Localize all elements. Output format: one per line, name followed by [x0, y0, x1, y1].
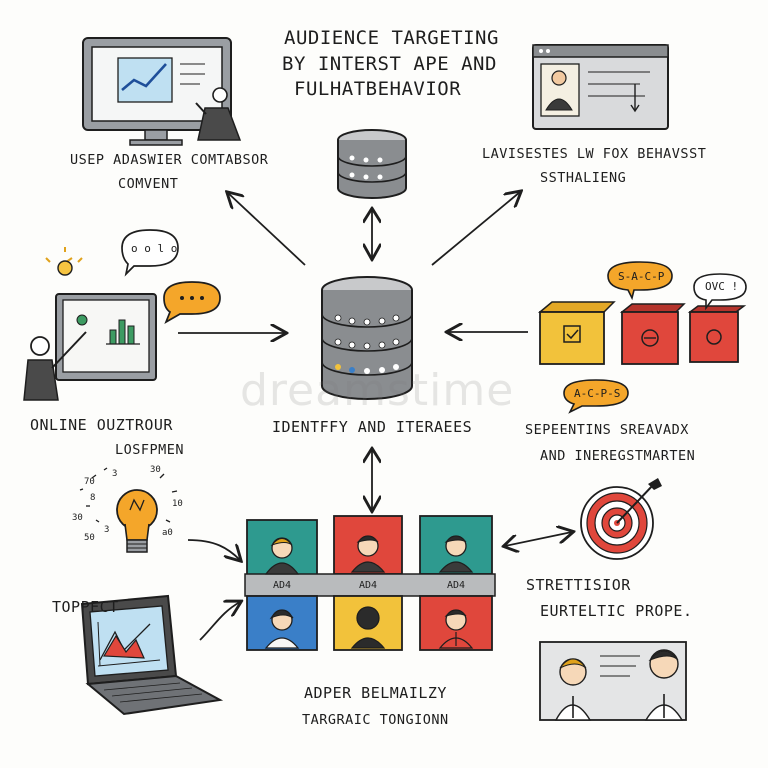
speech-bubble-icon-left-top	[121, 229, 179, 277]
speech-bubble-icon-left-bottom	[163, 281, 221, 324]
bubble-text-right-top-2: OVC !	[705, 280, 739, 293]
target-icon	[580, 478, 662, 560]
watermark-text: dreamstime	[240, 365, 515, 416]
label-laptop: TOPPECT	[52, 598, 119, 616]
svg-text:8: 8	[90, 493, 95, 503]
bubble-text-left-top: o o l o	[131, 242, 178, 255]
label-bottom-right-1: STRETTISIOR	[526, 576, 631, 594]
ad-label-2: AD4	[359, 580, 378, 591]
connector-arrows	[178, 192, 572, 641]
label-mid-right-2: AND INEREGSTMARTEN	[540, 448, 696, 464]
label-mid-left-1: ONLINE OUZTROUR	[30, 416, 173, 434]
label-top-left-1: USEP ADASWIER COMTABSOR	[70, 152, 269, 168]
label-top-right-2: SSTHALIENG	[540, 170, 627, 186]
label-bottom-center-1: ADPER BELMAILZY	[304, 684, 447, 702]
page-title: AUDIENCE TARGETING BY INTERST APE AND FU…	[282, 26, 499, 103]
person-avatar-icon	[264, 535, 474, 649]
svg-text:70: 70	[84, 477, 95, 487]
svg-text:30: 30	[150, 465, 161, 475]
svg-text:50: 50	[84, 533, 95, 543]
product-box-icon	[537, 301, 747, 365]
svg-text:3: 3	[104, 525, 109, 535]
label-bottom-center-2: TARGRAIC TONGIONN	[302, 712, 449, 728]
presenter-board-icon	[23, 247, 157, 401]
database-icon-center	[321, 276, 413, 400]
svg-text:30: 30	[72, 513, 83, 523]
lightbulb-icon: 70 3 30 30 8 a0 50 3 10	[72, 465, 183, 553]
label-mid-right-1: SEPEENTINS SREAVADX	[525, 422, 689, 438]
database-icon-top	[337, 129, 407, 199]
ad-label-3: AD4	[447, 580, 466, 591]
bubble-text-right-bottom: A-C-P-S	[574, 387, 621, 400]
svg-text:3: 3	[112, 469, 117, 479]
label-top-right-1: LAVISESTES LW FOX BEHAVSST	[482, 146, 707, 162]
title-line-3: FULHATBEHAVIOR	[294, 78, 462, 101]
label-center: IDENTFFY AND ITERAEES	[272, 418, 473, 436]
svg-text:10: 10	[172, 499, 183, 509]
ad-label-1: AD4	[273, 580, 292, 591]
title-line-1: AUDIENCE TARGETING	[284, 27, 499, 49]
svg-text:a0: a0	[162, 528, 173, 538]
title-line-2: BY INTERST APE AND	[282, 52, 497, 75]
laptop-chart-icon	[80, 594, 224, 716]
label-top-left-2: COMVENT	[118, 176, 179, 192]
monitor-chart-icon	[82, 37, 242, 146]
bubble-text-right-top-1: S-A-C-P	[618, 270, 665, 283]
profile-card-icon	[539, 641, 687, 721]
browser-window-icon	[532, 44, 669, 130]
label-mid-left-2: LOSFPMEN	[115, 442, 185, 458]
label-bottom-right-2: EURTELTIC PROPE.	[540, 602, 693, 620]
speech-bubble-icon-right	[563, 261, 747, 414]
